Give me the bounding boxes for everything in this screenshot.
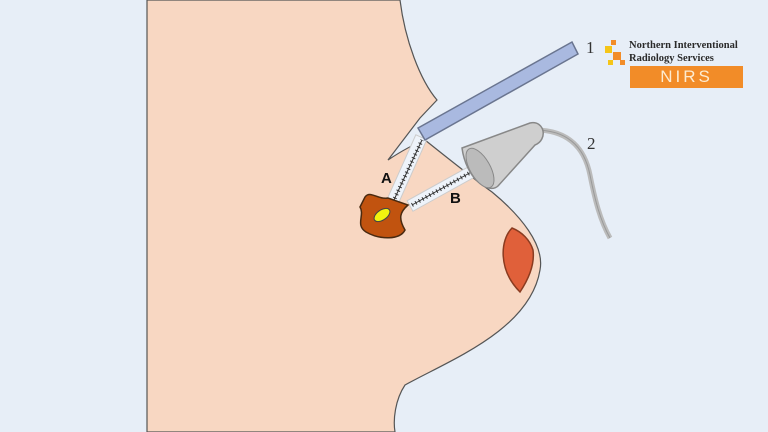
path-b-line [411,169,476,206]
target [373,207,391,223]
logo-mark [605,40,625,65]
needle [416,40,579,142]
probe-cable [534,127,613,240]
probe-cable-line [534,129,611,239]
label-1: 1 [586,38,595,57]
nipple [502,227,535,294]
probe-face [465,147,495,189]
label-b: B [450,190,461,207]
logo-line1: Northern Interventional [629,40,738,51]
logo-acronym: NIRS [630,66,743,88]
label-a: A [381,170,392,187]
body-profile [146,0,542,432]
label-2: 2 [587,134,596,153]
logo-line2: Radiology Services [629,53,714,64]
path-a-line [392,139,423,203]
